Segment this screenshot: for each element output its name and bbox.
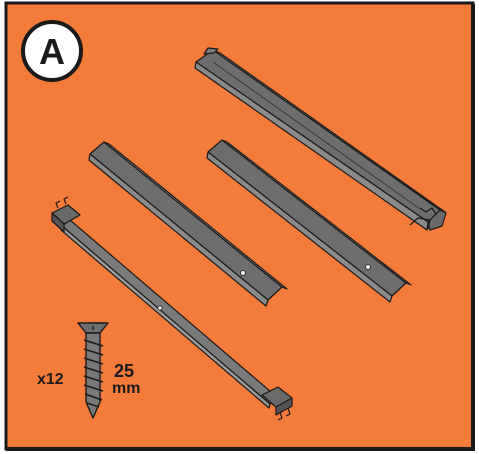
flat-slat-left [88, 141, 288, 307]
bottom-clip [261, 386, 293, 421]
screw-length-value: 25 [114, 361, 134, 381]
step-badge-letter: A [39, 31, 65, 72]
flat-slat-right [206, 139, 412, 303]
screw-icon [77, 322, 109, 419]
screw-quantity-label: x12 [37, 371, 64, 388]
screw-length-unit: mm [112, 380, 140, 397]
connector-bar [51, 196, 293, 421]
long-rail [194, 47, 447, 231]
top-clip [51, 196, 81, 233]
step-badge: A [21, 20, 83, 82]
